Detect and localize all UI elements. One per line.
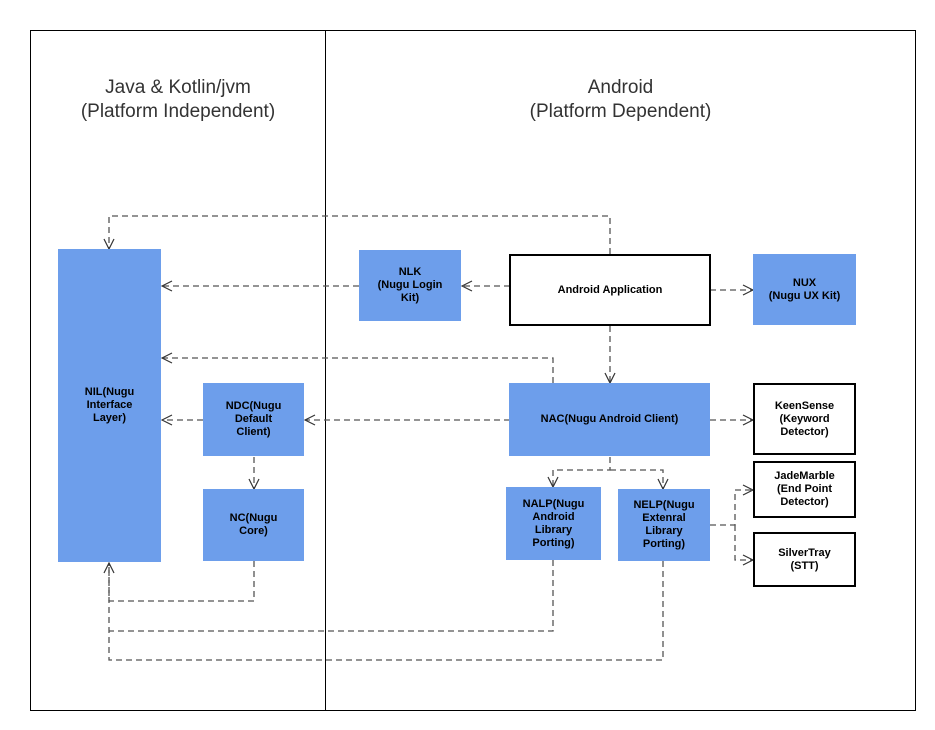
left-region-title: Java & Kotlin/jvm (Platform Independent) [80,77,276,122]
nelp-node: NELP(Nugu Extenral Library Porting) [618,489,710,561]
edge-nalp-to-nil-bottom [109,560,554,632]
keensense-node: KeenSense (Keyword Detector) [753,383,856,455]
nac-node: NAC(Nugu Android Client) [509,383,710,456]
right-region-title: Android (Platform Dependent) [529,77,712,122]
nlk-node: NLK (Nugu Login Kit) [359,250,461,321]
android-application-node: Android Application [509,254,711,326]
edge-nc-to-nil-bottom [109,561,255,602]
ndc-node: NDC(Nugu Default Client) [203,383,304,456]
edge-nac-to-nelp [610,469,663,489]
edge-nelp-to-nil-bottom [108,561,664,661]
silvertray-node: SilverTray (STT) [753,532,856,587]
edge-app-to-nil-top [109,215,611,254]
nalp-node: NALP(Nugu Android Library Porting) [506,487,601,560]
edge-nelp-to-jademarble [710,490,753,526]
edge-nac-to-nalp [553,457,611,487]
nc-node: NC(Nugu Core) [203,489,304,561]
nux-node: NUX (Nugu UX Kit) [753,254,856,325]
jademarble-node: JadeMarble (End Point Detector) [753,461,856,518]
region-divider [325,30,326,711]
outer-frame [30,30,916,711]
nil-node: NIL(Nugu Interface Layer) [58,249,161,562]
edge-nelp-to-silvertray [734,525,753,560]
edge-nac-to-nil-upper [162,358,554,383]
